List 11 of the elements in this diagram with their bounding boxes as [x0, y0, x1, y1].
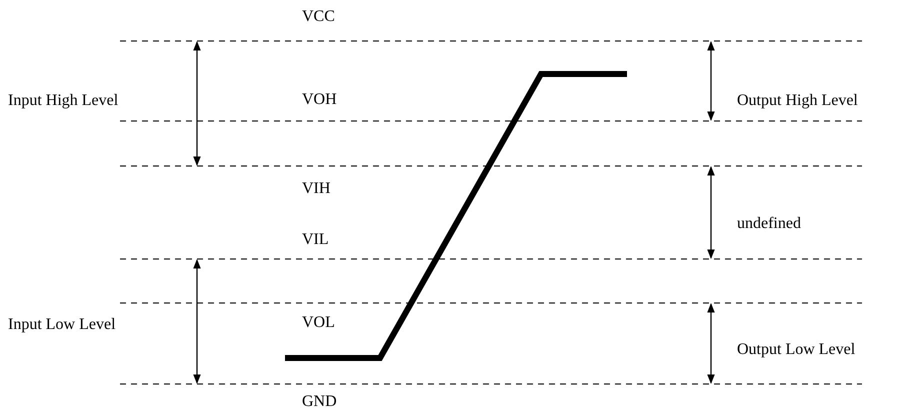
voltage-label: VCC [302, 8, 335, 26]
level-label: Output High Level [737, 92, 858, 110]
level-label: Output Low Level [737, 341, 856, 359]
voltage-label: GND [302, 393, 337, 411]
level-label: undefined [737, 215, 801, 233]
voltage-label: VIL [302, 231, 329, 249]
level-label: Input Low Level [8, 316, 116, 334]
voltage-label: VOH [302, 91, 337, 109]
level-label: Input High Level [8, 92, 118, 110]
voltage-label: VIH [302, 180, 330, 198]
voltage-label: VOL [302, 314, 335, 332]
